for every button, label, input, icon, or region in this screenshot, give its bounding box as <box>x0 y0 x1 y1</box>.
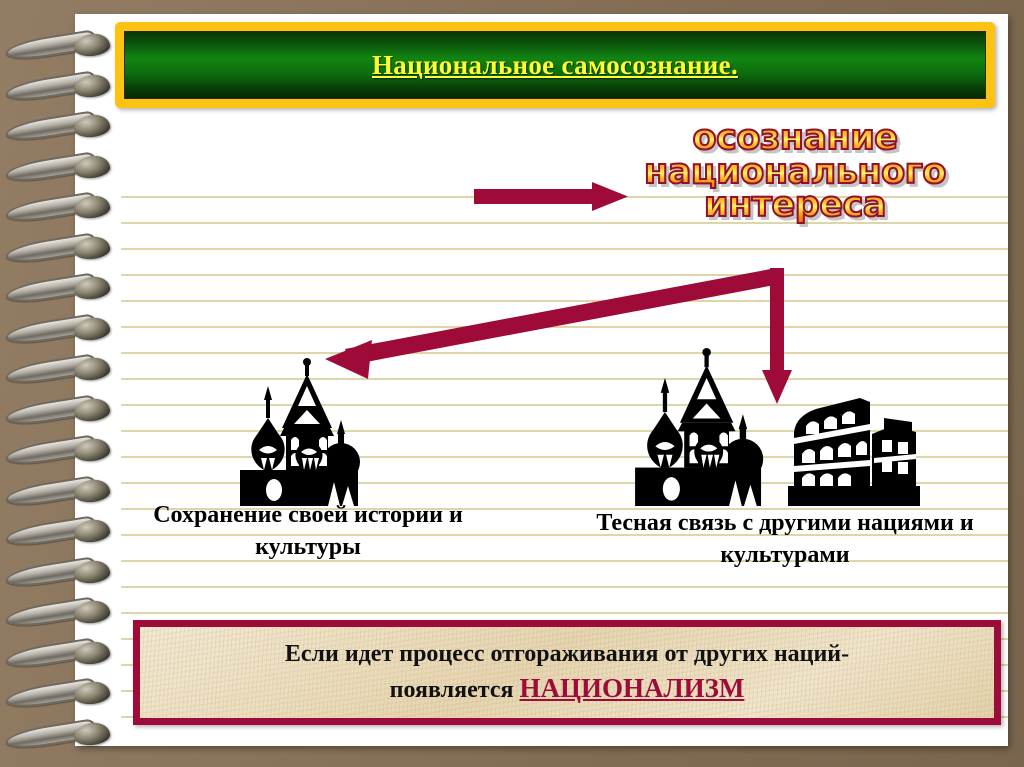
spiral-coil <box>6 676 124 712</box>
spiral-coil <box>6 69 124 104</box>
spiral-coil <box>6 595 124 631</box>
spiral-coil <box>6 190 124 226</box>
st-basils-cathedral-silhouette-right <box>635 348 764 506</box>
wordart-line-3: интереса <box>630 187 960 224</box>
caption-close-ties: Тесная связь с другими нациями и культур… <box>596 510 974 568</box>
spiral-coil <box>6 393 124 428</box>
nationalism-note-line-2: появляется НАЦИОНАЛИЗМ <box>390 670 745 706</box>
wordart-line-2: национального <box>630 153 960 190</box>
spiral-coil <box>6 474 124 509</box>
colosseum-silhouette <box>788 398 920 506</box>
spiral-coil <box>6 352 124 388</box>
spiral-coil <box>6 150 124 185</box>
title-banner: Национальное самосознание. <box>115 22 995 108</box>
spiral-coil <box>6 717 124 752</box>
nationalism-note-box: Если идет процесс отгораживания от други… <box>133 620 1001 725</box>
spiral-coil <box>6 636 124 671</box>
spiral-coil <box>6 555 124 590</box>
page-title: Национальное самосознание. <box>371 49 738 80</box>
spiral-coil <box>6 231 124 266</box>
spiral-coil <box>6 433 124 469</box>
spiral-coil <box>6 514 124 550</box>
spiral-coil <box>6 312 124 347</box>
spiral-binding <box>0 14 130 752</box>
st-basils-cathedral-silhouette-left <box>240 358 360 506</box>
nationalism-note-paper: Если идет процесс отгораживания от други… <box>140 627 994 718</box>
title-banner-fill: Национальное самосознание. <box>124 31 986 99</box>
spiral-coil <box>6 109 124 145</box>
nationalism-note-line-1: Если идет процесс отгораживания от други… <box>284 641 850 668</box>
nationalism-note-prefix: появляется <box>389 677 520 704</box>
spiral-coil <box>6 28 124 64</box>
spiral-coil <box>6 271 124 307</box>
nationalism-term: НАЦИОНАЛИЗМ <box>519 673 745 704</box>
wordart-national-interest: осознание национального интереса <box>630 120 960 224</box>
wordart-line-1: осознание <box>630 120 960 157</box>
caption-preserve-history: Сохранение своей истории и культуры <box>153 502 463 560</box>
